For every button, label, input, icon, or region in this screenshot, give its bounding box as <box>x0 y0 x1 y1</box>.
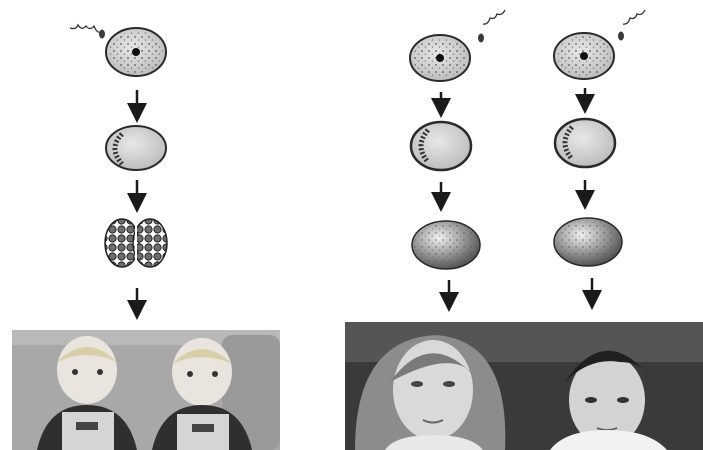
egg-cell <box>409 34 471 82</box>
identical-twins-column <box>69 23 168 320</box>
egg-cell <box>553 32 615 80</box>
sperm-icon <box>69 23 105 39</box>
split-embryo <box>104 218 168 268</box>
fraternal-twin-b-column <box>553 9 646 310</box>
embryo-cell <box>553 217 623 267</box>
fraternal-twin-a-column <box>409 9 506 312</box>
identical-twins-photo <box>12 330 280 450</box>
zygote-cell <box>553 117 617 169</box>
zygote-cell <box>409 120 473 172</box>
fraternal-twins-photo <box>345 322 703 450</box>
egg-cell <box>105 27 167 77</box>
zygote-cell <box>105 125 167 171</box>
sperm-icon <box>618 9 646 41</box>
sperm-icon <box>478 9 506 43</box>
embryo-cell <box>411 220 481 270</box>
